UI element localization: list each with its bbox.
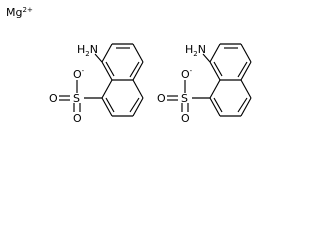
amine-hydrogen-1: H <box>77 43 85 56</box>
oxide-charge-2: - <box>190 67 193 75</box>
oxo-oxygen-bottom-1: O <box>73 112 82 125</box>
magnesium-symbol: Mg <box>6 6 22 19</box>
aminonaphthalenesulfonate-1: H2N O- S O O <box>49 43 144 125</box>
aminonaphthalenesulfonate-2: H2N O- S O O <box>157 43 252 125</box>
oxide-oxygen-2: O- <box>181 67 193 81</box>
magnesium-charge: 2+ <box>22 6 32 14</box>
sulfur-atom-1: S <box>73 92 80 105</box>
amine-nitrogen-2: N <box>198 43 206 56</box>
oxide-oxygen-1: O- <box>73 67 85 81</box>
amine-subscript-1: 2 <box>85 50 89 58</box>
amine-hydrogen-2: H <box>185 43 193 56</box>
oxide-symbol-2: O <box>181 68 190 81</box>
amine-nitrogen-1: N <box>90 43 98 56</box>
naphthalene-bonds-2 <box>167 43 252 117</box>
amine-subscript-2: 2 <box>193 50 197 58</box>
oxo-oxygen-bottom-2: O <box>181 112 190 125</box>
oxide-symbol-1: O <box>73 68 82 81</box>
magnesium-ion: Mg2+ <box>6 6 33 19</box>
oxo-oxygen-left-2: O <box>157 92 166 105</box>
oxo-oxygen-left-1: O <box>49 92 58 105</box>
naphthalene-bonds-1 <box>59 43 144 117</box>
chemical-structure: Mg2+ <box>6 6 252 125</box>
sulfur-atom-2: S <box>181 92 188 105</box>
amino-group-2: H2N <box>185 43 206 58</box>
oxide-charge-1: - <box>82 67 85 75</box>
amino-group-1: H2N <box>77 43 98 58</box>
